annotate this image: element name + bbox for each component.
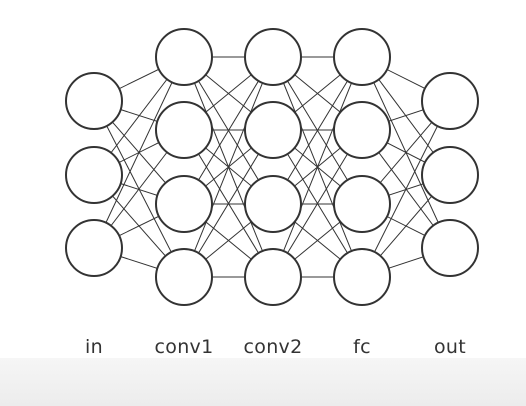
layer-label-conv1: conv1 bbox=[154, 336, 214, 358]
edge-in-3-to-conv1-1 bbox=[93, 56, 185, 249]
node-fc-1 bbox=[333, 28, 391, 86]
node-in-1 bbox=[65, 72, 123, 130]
layer-label-conv2: conv2 bbox=[243, 336, 303, 358]
node-conv1-2 bbox=[155, 101, 213, 159]
node-conv2-3 bbox=[244, 175, 302, 233]
connection-edges bbox=[93, 56, 451, 278]
node-conv2-2 bbox=[244, 101, 302, 159]
node-fc-2 bbox=[333, 101, 391, 159]
edge-conv1-4-to-conv2-1 bbox=[183, 56, 274, 278]
node-in-3 bbox=[65, 219, 123, 277]
network-diagram bbox=[65, 28, 479, 306]
layer-label-fc: fc bbox=[353, 336, 371, 358]
edge-fc-4-to-out-1 bbox=[361, 100, 451, 278]
node-conv1-4 bbox=[155, 248, 213, 306]
node-conv1-3 bbox=[155, 175, 213, 233]
node-out-1 bbox=[421, 72, 479, 130]
neuron-nodes bbox=[65, 28, 479, 306]
node-in-2 bbox=[65, 146, 123, 204]
node-conv2-1 bbox=[244, 28, 302, 86]
layer-label-in: in bbox=[85, 336, 103, 358]
edge-conv2-4-to-fc-1 bbox=[272, 56, 363, 278]
node-conv1-1 bbox=[155, 28, 213, 86]
node-conv2-4 bbox=[244, 248, 302, 306]
node-out-2 bbox=[421, 146, 479, 204]
node-fc-3 bbox=[333, 175, 391, 233]
node-out-3 bbox=[421, 219, 479, 277]
layer-label-out: out bbox=[433, 336, 467, 358]
node-fc-4 bbox=[333, 248, 391, 306]
bottom-bar bbox=[0, 358, 526, 406]
